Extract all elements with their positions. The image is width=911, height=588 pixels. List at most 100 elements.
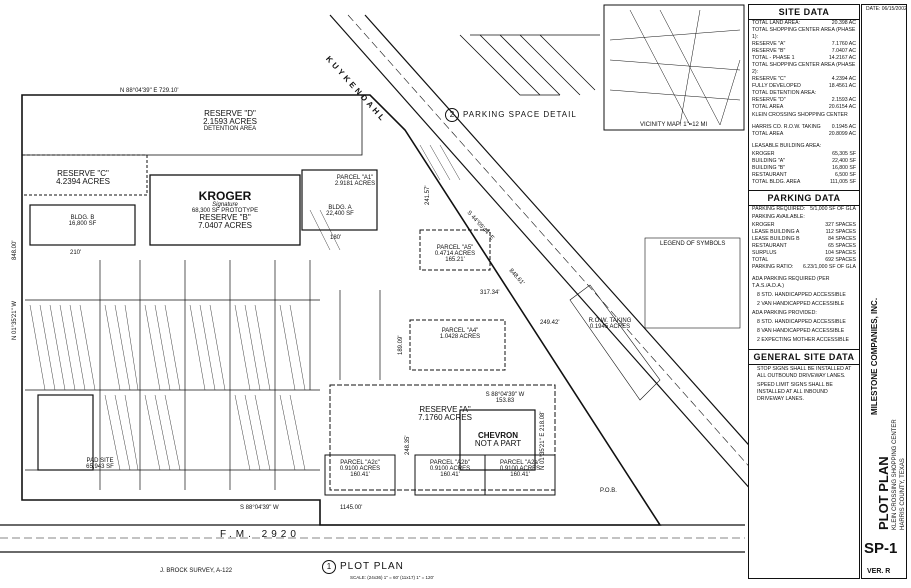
sheet-number: SP-1 (864, 540, 898, 557)
road-label-fm2920: F.M. 2920 (220, 529, 300, 540)
ada-provided-item: 8 VAN HANDICAPPED ACCESSIBLE (757, 328, 845, 334)
general-note: SPEED LIMIT SIGNS SHALL BE INSTALLED AT … (757, 382, 833, 402)
parking-available-label: SURPLUS (752, 250, 777, 256)
parking-available-value: 112 SPACES (825, 229, 856, 235)
plot-plan-title: 1 PLOT PLAN (322, 560, 404, 574)
leasable-heading: LEASABLE BUILDING AREA: (752, 143, 822, 149)
parking-available-label: RESTAURANT (752, 243, 787, 249)
title-block: DATE: 06/15/2002 MILESTONE COMPANIES, IN… (861, 4, 907, 579)
parking-available-label: KROGER (752, 222, 775, 228)
parcel-a2b-label: PARCEL "A2b" 0.9100 ACRES 160.41' (429, 460, 471, 478)
general-site-data-heading: GENERAL SITE DATA (749, 349, 859, 365)
site-data-row: RESERVE "A" 7.1760 AC (749, 41, 859, 48)
site-data-row: RESERVE "C"4.2394 AC (749, 76, 859, 83)
reserve-d-label: RESERVE "D" 2.1593 ACRES DETENTION AREA (203, 109, 257, 133)
site-data-value: 20.6154 AC (828, 104, 856, 110)
legend-title: LEGEND OF SYMBOLS (660, 241, 726, 247)
distance-south-line: 1145.00' (340, 505, 363, 511)
site-data-row-taking-value: 20.8099 AC (828, 131, 856, 137)
leasable-area-label: BUILDING "B" (752, 165, 786, 171)
site-data-label: TOTAL SHOPPING CENTER AREA (PHASE 2): (752, 62, 856, 75)
vicinity-map-roads (609, 9, 741, 126)
dim-210: 210' (70, 250, 82, 256)
leasable-area-row: TOTAL BLDG. AREA 111,005 SF (749, 179, 859, 186)
parcel-a4-label: PARCEL "A4" 1.0428 ACRES (439, 328, 481, 340)
site-data-value: 7.0407 AC (831, 48, 856, 54)
ada-required-heading: ADA PARKING REQUIRED (PER T.A.S./A.D.A.) (752, 276, 830, 289)
site-data-heading: SITE DATA (749, 5, 859, 20)
project-location: HARRIS COUNTY, TEXAS (900, 458, 906, 530)
dim-317: 317.34' (480, 290, 500, 296)
site-data-label: TOTAL DETENTION AREA: (752, 90, 817, 96)
bearing-north-line: N 88°04'39" E 729.10' (120, 88, 179, 94)
legend-frame (644, 237, 741, 329)
leasable-area-row: BUILDING "A" 22,400 SF (749, 158, 859, 165)
plot-plan-scale: SCALE: (24x36) 1" = 60' (11x17) 1" = 120… (350, 575, 434, 580)
site-data-row-taking-value: 0.1945 AC (831, 124, 856, 130)
parking-available-heading: PARKING AVAILABLE: (752, 214, 805, 220)
site-data-label: RESERVE "B" (752, 48, 786, 54)
site-data-label: RESERVE "C" (752, 76, 786, 82)
site-data-label: RESERVE "A" (752, 41, 786, 47)
leasable-area-value: 22,400 SF (832, 158, 856, 164)
building-b-label: BLDG. B 16,800 SF (68, 215, 97, 227)
survey-label: J. BROCK SURVEY, A-122 (160, 568, 233, 574)
site-data-row: TOTAL LAND AREA: 20.398 AC (749, 20, 859, 27)
site-data-value: 14.2167 AC (828, 55, 856, 61)
site-data-label: TOTAL LAND AREA: (752, 20, 801, 26)
building-b (29, 204, 136, 246)
site-data-row: RESERVE "D" 2.1593 AC (749, 97, 859, 104)
company-name: MILESTONE COMPANIES, INC. (870, 297, 879, 415)
parking-ratio-row: PARKING RATIO:6.23/1,000 SF OF GLA (752, 264, 856, 270)
bearing-west-line: N 01°35'21" W (12, 300, 18, 340)
site-data-row: TOTAL SHOPPING CENTER AREA (PHASE 2): (749, 62, 859, 76)
site-data-value: 20.398 AC (831, 20, 856, 26)
ada-provided-item: 2 EXPECTING MOTHER ACCESSIBLE (757, 337, 849, 343)
parcel-a2a-label: PARCEL "A2a" 0.9100 ACRES 160.41' (499, 460, 541, 478)
pob-label: P.O.B. (600, 488, 617, 494)
parking-available-value: 692 SPACES (825, 257, 856, 263)
site-data-value: 2.1593 AC (831, 97, 856, 103)
site-data-label: RESERVE "D" (752, 97, 786, 103)
kroger-label: KROGER Signature 68,300 SF PROTOTYPE RES… (191, 189, 259, 230)
project-name: KLEIN CROSSING SHOPPING CENTER (892, 419, 898, 530)
dim-248: 248.35' (405, 435, 411, 456)
bearing-south-line: S 88°04'39" W (240, 505, 279, 511)
parcel-a5-label: PARCEL "A5" 0.4714 ACRES 165.21' (434, 245, 476, 263)
leasable-area-row: BUILDING "B"16,800 SF (749, 165, 859, 172)
leasable-area-label: TOTAL BLDG. AREA (752, 179, 801, 185)
leasable-area-value: 111,005 SF (829, 179, 856, 185)
parcel-a2c-label: PARCEL "A2c" 0.9100 ACRES 160.41' (339, 460, 381, 478)
kroger-building (149, 174, 301, 246)
ada-provided-item: 8 STD. HANDICAPPED ACCESSIBLE (757, 319, 846, 325)
site-data-klein: KLEIN CROSSING SHOPPING CENTER (752, 112, 848, 118)
reserve-a-label: RESERVE "A" 7.1760 ACRES (418, 405, 472, 422)
parking-available-label: LEASE BUILDING B (752, 236, 800, 242)
parking-available-value: 104 SPACES (825, 250, 856, 256)
site-data-row: TOTAL - PHASE 1 14.2167 AC (749, 55, 859, 62)
parking-required-row: PARKING REQUIRED:5/1,000 SF OF GLA (752, 206, 856, 212)
chevron-parcel (459, 409, 536, 471)
dim-180: 180' (330, 235, 342, 241)
site-data-row: TOTAL SHOPPING CENTER AREA (PHASE 1): (749, 27, 859, 41)
site-data-row: TOTAL DETENTION AREA: (749, 90, 859, 97)
site-data-label: TOTAL - PHASE 1 (752, 55, 795, 61)
parcel-a1-label: PARCEL "A1" 2.9181 ACRES (334, 175, 376, 187)
dim-241: 241.57' (425, 185, 431, 206)
site-data-value: 18.4561 AC (828, 83, 856, 89)
leasable-area-label: BUILDING "A" (752, 158, 786, 164)
site-data-value: 7.1760 AC (831, 41, 856, 47)
parking-rows (25, 260, 381, 490)
leasable-area-value: 65,305 SF (832, 151, 856, 157)
ada-required-item: 2 VAN HANDICAPPED ACCESSIBLE (757, 301, 845, 307)
date-label: DATE: 06/15/2002 (866, 6, 907, 12)
